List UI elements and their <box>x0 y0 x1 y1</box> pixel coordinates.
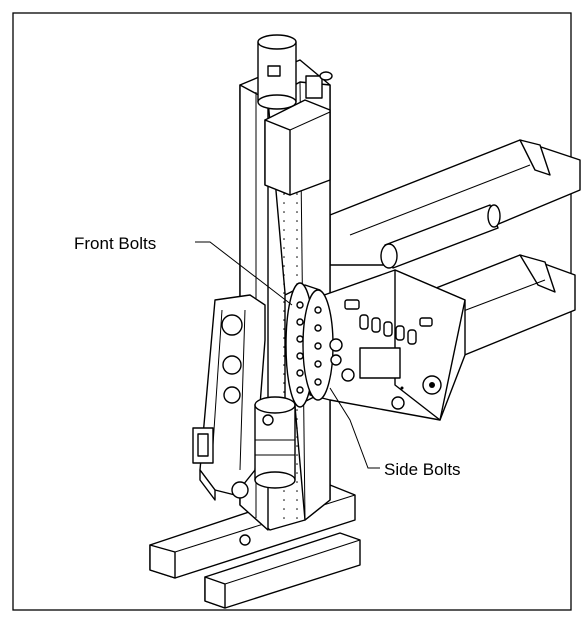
scale-dot <box>296 220 298 222</box>
scale-dot <box>296 265 298 267</box>
scale-dot <box>283 220 285 222</box>
front-bolts-leader <box>195 241 293 306</box>
scale-dot <box>296 193 298 195</box>
scale-dot <box>296 247 298 249</box>
scale-dot <box>296 508 298 510</box>
scale-dot <box>296 490 298 492</box>
scale-dot <box>283 508 285 510</box>
front-bolts-label: Front Bolts <box>74 234 156 253</box>
scale-dot <box>296 472 298 474</box>
scale-dot <box>296 481 298 483</box>
jack-assembly <box>192 294 296 546</box>
scale-dot <box>283 211 285 213</box>
hydraulic-cylinder <box>380 204 501 269</box>
scale-dot <box>296 229 298 231</box>
scale-dot <box>296 454 298 456</box>
scale-dot <box>296 445 298 447</box>
side-bolts-leader <box>329 387 380 469</box>
scale-dot <box>296 499 298 501</box>
scale-dot <box>283 202 285 204</box>
scale-dot <box>296 463 298 465</box>
scale-dot <box>283 490 285 492</box>
scale-dot <box>296 274 298 276</box>
scale-dot <box>283 229 285 231</box>
top-housing <box>264 99 331 196</box>
scale-dot <box>296 427 298 429</box>
scale-dot <box>296 256 298 258</box>
scale-dot <box>283 265 285 267</box>
scale-dot <box>296 211 298 213</box>
scale-dot <box>283 274 285 276</box>
top-cap <box>257 34 333 110</box>
scale-dot <box>283 499 285 501</box>
side-control-box <box>302 269 466 421</box>
scale-dot <box>283 517 285 519</box>
scale-dot <box>283 292 285 294</box>
scale-dot <box>296 238 298 240</box>
scale-dot <box>296 436 298 438</box>
scale-dot <box>283 283 285 285</box>
scale-dot <box>283 193 285 195</box>
scale-dot <box>283 238 285 240</box>
side-bolts-label: Side Bolts <box>384 460 461 479</box>
scale-dot <box>296 418 298 420</box>
scale-dot <box>283 247 285 249</box>
scale-dot <box>296 517 298 519</box>
scale-dot <box>283 256 285 258</box>
scale-dot <box>296 202 298 204</box>
scale-dot <box>296 409 298 411</box>
